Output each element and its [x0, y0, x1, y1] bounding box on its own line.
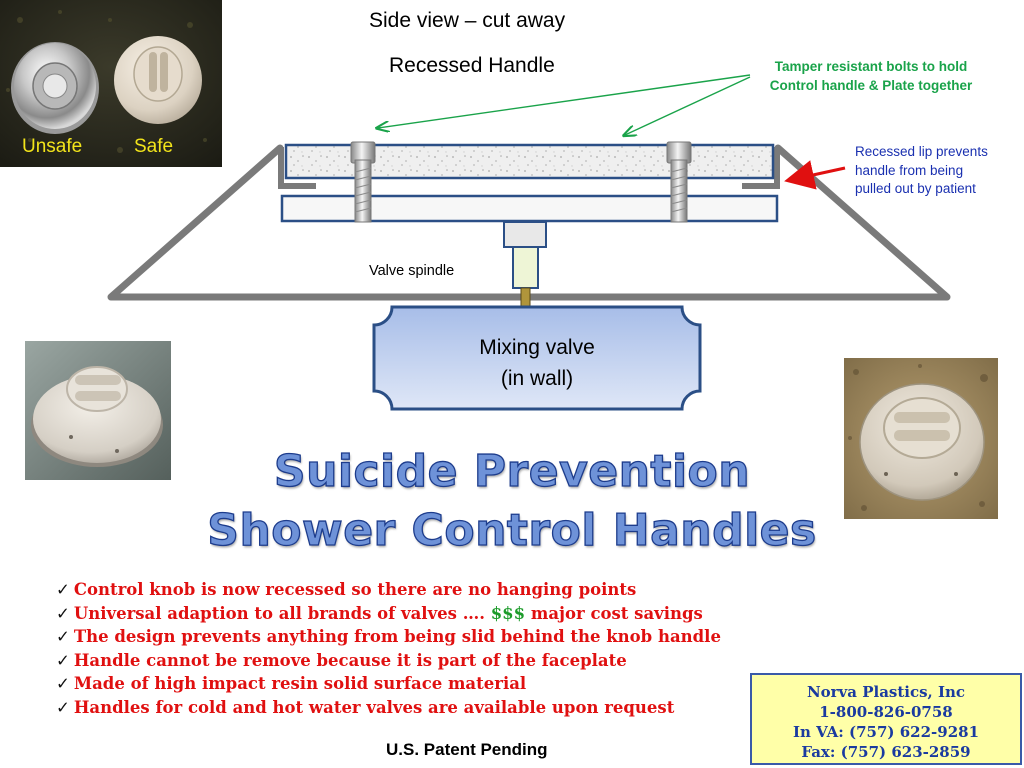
- feature-text: Handles for cold and hot water valves ar…: [73, 697, 675, 717]
- left-bolt: [350, 141, 376, 223]
- right-bolt: [666, 141, 692, 223]
- heading-line1: Suicide Prevention: [273, 445, 751, 497]
- right-lip: [742, 147, 780, 189]
- cost-savings-highlight: $$$: [490, 603, 526, 623]
- feature-item: ✓Made of high impact resin solid surface…: [56, 672, 721, 696]
- feature-item: ✓Control knob is now recessed so there a…: [56, 578, 721, 602]
- feature-text-suffix: major cost savings: [525, 603, 703, 623]
- feature-text: Handle cannot be remove because it is pa…: [73, 650, 627, 670]
- lip-arrow: [784, 160, 846, 190]
- feature-list: ✓Control knob is now recessed so there a…: [56, 578, 721, 720]
- mixing-valve-label: Mixing valve (in wall): [374, 332, 700, 394]
- checkmark-icon: ✓: [56, 650, 70, 670]
- checkmark-icon: ✓: [56, 603, 70, 623]
- checkmark-icon: ✓: [56, 697, 70, 717]
- contact-box: Norva Plastics, Inc 1-800-826-0758 In VA…: [750, 673, 1022, 765]
- feature-text: Made of high impact resin solid surface …: [73, 674, 527, 694]
- mixing-valve-shape: [372, 305, 702, 411]
- spindle-shaft: [512, 246, 539, 289]
- unsafe-vs-safe-photo: Unsafe Safe: [0, 0, 222, 167]
- handle-photo-right: [844, 358, 998, 519]
- bolt-arrow-right: [625, 76, 751, 135]
- lip-note-line1: Recessed lip prevents: [855, 144, 988, 159]
- lip-note: Recessed lip prevents handle from being …: [855, 143, 988, 199]
- heading-line2: Shower Control Handles: [207, 504, 817, 556]
- valve-spindle-label: Valve spindle: [369, 263, 455, 279]
- spindle-coupler: [503, 221, 547, 248]
- feature-item: ✓Handle cannot be remove because it is p…: [56, 649, 721, 673]
- mixing-valve-label-line2: (in wall): [500, 367, 574, 390]
- lip-note-line3: pulled out by patient: [855, 181, 976, 196]
- company-name: Norva Plastics, Inc: [806, 683, 966, 701]
- feature-text: Universal adaption to all brands of valv…: [73, 603, 491, 623]
- feature-item: ✓The design prevents anything from being…: [56, 625, 721, 649]
- unsafe-label: Unsafe: [22, 136, 83, 157]
- checkmark-icon: ✓: [56, 674, 70, 694]
- va-phone: In VA: (757) 622-9281: [792, 723, 980, 741]
- cutaway-diagram: [107, 74, 951, 411]
- left-photo-art: [25, 341, 171, 480]
- right-photo-art: [844, 358, 998, 519]
- feature-text: Control knob is now recessed so there ar…: [73, 580, 637, 599]
- feature-item: ✓Universal adaption to all brands of val…: [56, 602, 721, 626]
- checkmark-icon: ✓: [56, 580, 70, 599]
- feature-item: ✓Handles for cold and hot water valves a…: [56, 696, 721, 720]
- bolt-arrow-left: [378, 74, 751, 128]
- left-lip: [278, 147, 316, 189]
- bolts-note-line2: Control handle & Plate together: [769, 78, 973, 93]
- checkmark-icon: ✓: [56, 627, 70, 647]
- diagram-title: Side view – cut away: [369, 9, 566, 32]
- safe-label: Safe: [134, 136, 174, 157]
- patent-notice: U.S. Patent Pending: [386, 740, 548, 759]
- handle-photo-left: [25, 341, 171, 480]
- bolts-note: Tamper resistant bolts to hold Control h…: [740, 57, 1002, 95]
- comparison-photo-art: [0, 0, 222, 167]
- toll-free-phone: 1-800-826-0758: [819, 703, 953, 721]
- bolts-note-line1: Tamper resistant bolts to hold: [774, 59, 968, 74]
- diagram-subtitle: Recessed Handle: [389, 54, 555, 77]
- mixing-valve-label-line1: Mixing valve: [479, 336, 595, 359]
- spindle-tip: [520, 287, 531, 308]
- fax-number: Fax: (757) 623-2859: [801, 743, 971, 761]
- feature-text: The design prevents anything from being …: [73, 627, 721, 647]
- lip-note-line2: handle from being: [855, 162, 964, 178]
